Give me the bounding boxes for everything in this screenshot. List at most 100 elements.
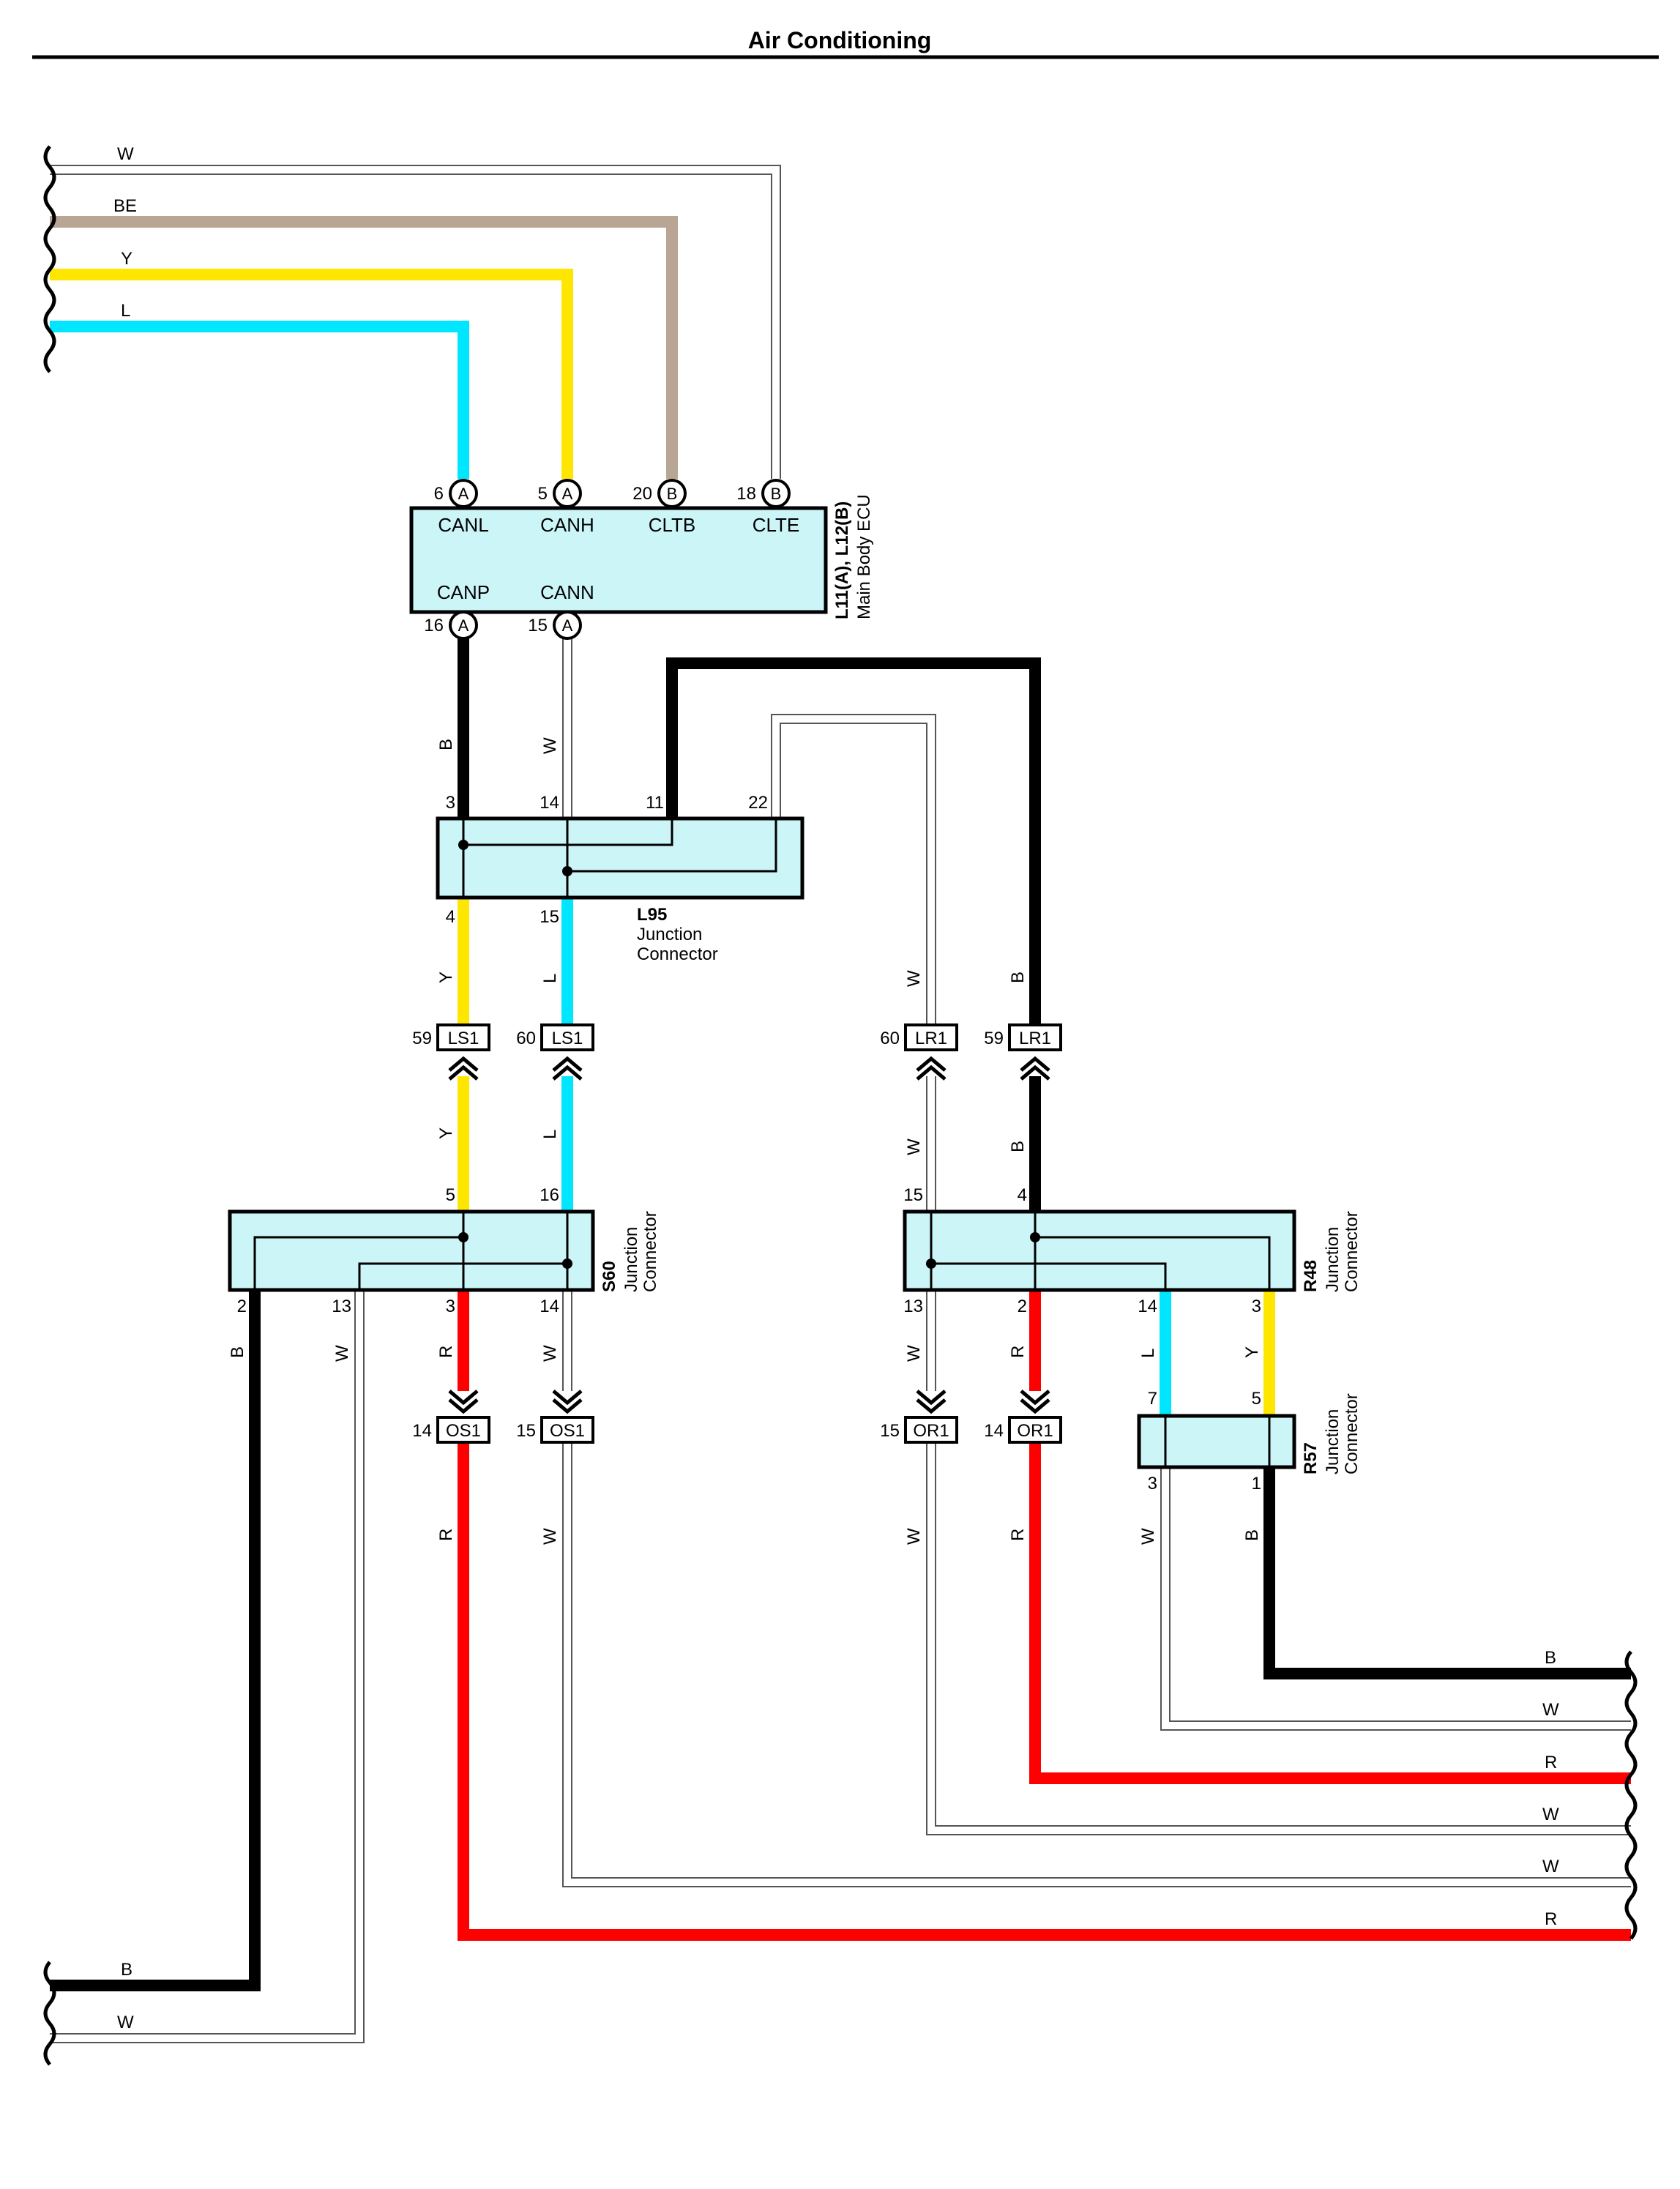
wire-break-left-bottom [43,1961,56,2066]
wire-color-label: W [904,1138,924,1155]
svg-text:18: 18 [736,484,756,504]
wire-break-right [1624,1650,1638,1940]
r57-desc: Connector [1342,1393,1362,1474]
wire-color-label: R [1008,1346,1028,1358]
svg-text:59: 59 [412,1029,432,1048]
left-bottom-wire-label: W [117,2013,134,2032]
wire-b-l95-11 [666,657,1041,1023]
wire-r-or1-lower [1029,1442,1631,1784]
wire-r-os1-lower [458,1442,1631,1941]
svg-text:B: B [667,485,678,503]
wire-color-label: Y [436,972,456,983]
wire-color-label: Y [1242,1346,1262,1358]
wire-w-r57-3 [1160,1467,1631,1731]
r48-pin: 3 [1252,1297,1261,1316]
wire-b-s60-2 [50,1290,261,1991]
r57-pin: 7 [1148,1389,1157,1409]
ecu-desc: Main Body ECU [854,494,874,619]
inline-connector: OS1 14 [412,1390,490,1444]
wire-color-label: B [436,739,456,750]
right-wire-label: R [1545,1753,1557,1772]
wire-color-label: W [540,737,560,754]
wire-color-label: R [1008,1529,1028,1541]
wire-color-label: L [540,1130,560,1139]
wire-b-r57-1 [1263,1467,1631,1679]
svg-text:14: 14 [412,1421,432,1441]
wire-color-label: B [1008,972,1028,983]
s60-pin: 13 [332,1297,351,1316]
wire-l-top [50,321,469,479]
svg-text:OR1: OR1 [1017,1421,1053,1441]
svg-text:60: 60 [516,1029,536,1048]
wire-w-os1-lower [562,1442,1631,1887]
wire-y-top [50,269,573,479]
wire-w-s60-13 [50,1290,365,2043]
l95-box [436,816,804,900]
ecu-pin: A 5 CANH [538,479,594,536]
wire-color-label: B [1242,1529,1262,1541]
inline-connector: LS1 59 [412,1023,490,1081]
inline-connector: LR1 60 [880,1023,958,1081]
wire-color-label: W [904,970,924,987]
inline-connector: OR1 14 [984,1390,1062,1444]
right-wire-label: R [1545,1909,1557,1929]
svg-text:5: 5 [538,484,548,504]
svg-text:15: 15 [516,1421,536,1441]
r57-pin: 5 [1252,1389,1261,1409]
l95-pin: 11 [646,793,664,813]
ecu-signal-label: CANP [437,581,490,603]
s60-name: S60 [600,1261,619,1292]
ecu-signal-label: CANN [540,581,594,603]
wire-color-label: W [540,1528,560,1545]
l95-pin: 3 [446,793,455,813]
wire-color-label: B [1008,1141,1028,1152]
ecu-signal-label: CLTB [649,514,696,536]
r48-box [903,1209,1296,1292]
s60-pin: 16 [540,1185,559,1205]
ecu-pin: B 20 CLTB [632,479,696,536]
svg-text:OS1: OS1 [550,1421,585,1441]
svg-text:LR1: LR1 [915,1029,947,1048]
right-wire-label: W [1542,1700,1559,1720]
wire-color-label: L [540,974,560,983]
svg-text:59: 59 [984,1029,1004,1048]
svg-text:14: 14 [984,1421,1004,1441]
ecu-signal-label: CLTE [753,514,800,536]
ecu-pin: B 18 CLTE [736,479,800,536]
svg-text:A: A [458,485,469,503]
l95-pin: 22 [748,793,768,813]
s60-desc: Junction [621,1227,641,1292]
r48-pin: 14 [1138,1297,1157,1316]
svg-text:A: A [562,616,573,635]
right-wire-label: B [1545,1648,1556,1668]
svg-text:20: 20 [632,484,652,504]
r48-pin: 4 [1018,1185,1027,1205]
ecu-pin: A 6 CANL [434,479,489,536]
left-wire-label: Y [121,249,132,269]
wire-color-label: W [540,1345,560,1362]
r57-desc: Junction [1323,1409,1343,1474]
right-wire-label: W [1542,1857,1559,1876]
svg-text:LR1: LR1 [1019,1029,1051,1048]
svg-text:B: B [771,485,782,503]
wire-color-label: W [332,1345,352,1362]
svg-text:A: A [562,485,573,503]
s60-box [228,1209,595,1292]
wire-be [50,216,678,479]
ecu-box [409,506,828,614]
r48-pin: 15 [903,1185,923,1205]
left-wire-label: W [117,144,134,164]
inline-connector: OS1 15 [516,1390,594,1444]
ecu-signal-label: CANL [438,514,488,536]
inline-connector: LR1 59 [984,1023,1062,1081]
svg-text:60: 60 [880,1029,900,1048]
svg-text:LS1: LS1 [552,1029,583,1048]
right-wire-label: W [1542,1805,1559,1824]
wire-color-label: B [228,1346,247,1358]
r48-pin: 2 [1018,1297,1027,1316]
s60-pin: 14 [540,1297,559,1316]
wire-color-label: Y [436,1127,456,1139]
r57-pin: 3 [1148,1474,1157,1493]
s60-pin: 3 [446,1297,455,1316]
